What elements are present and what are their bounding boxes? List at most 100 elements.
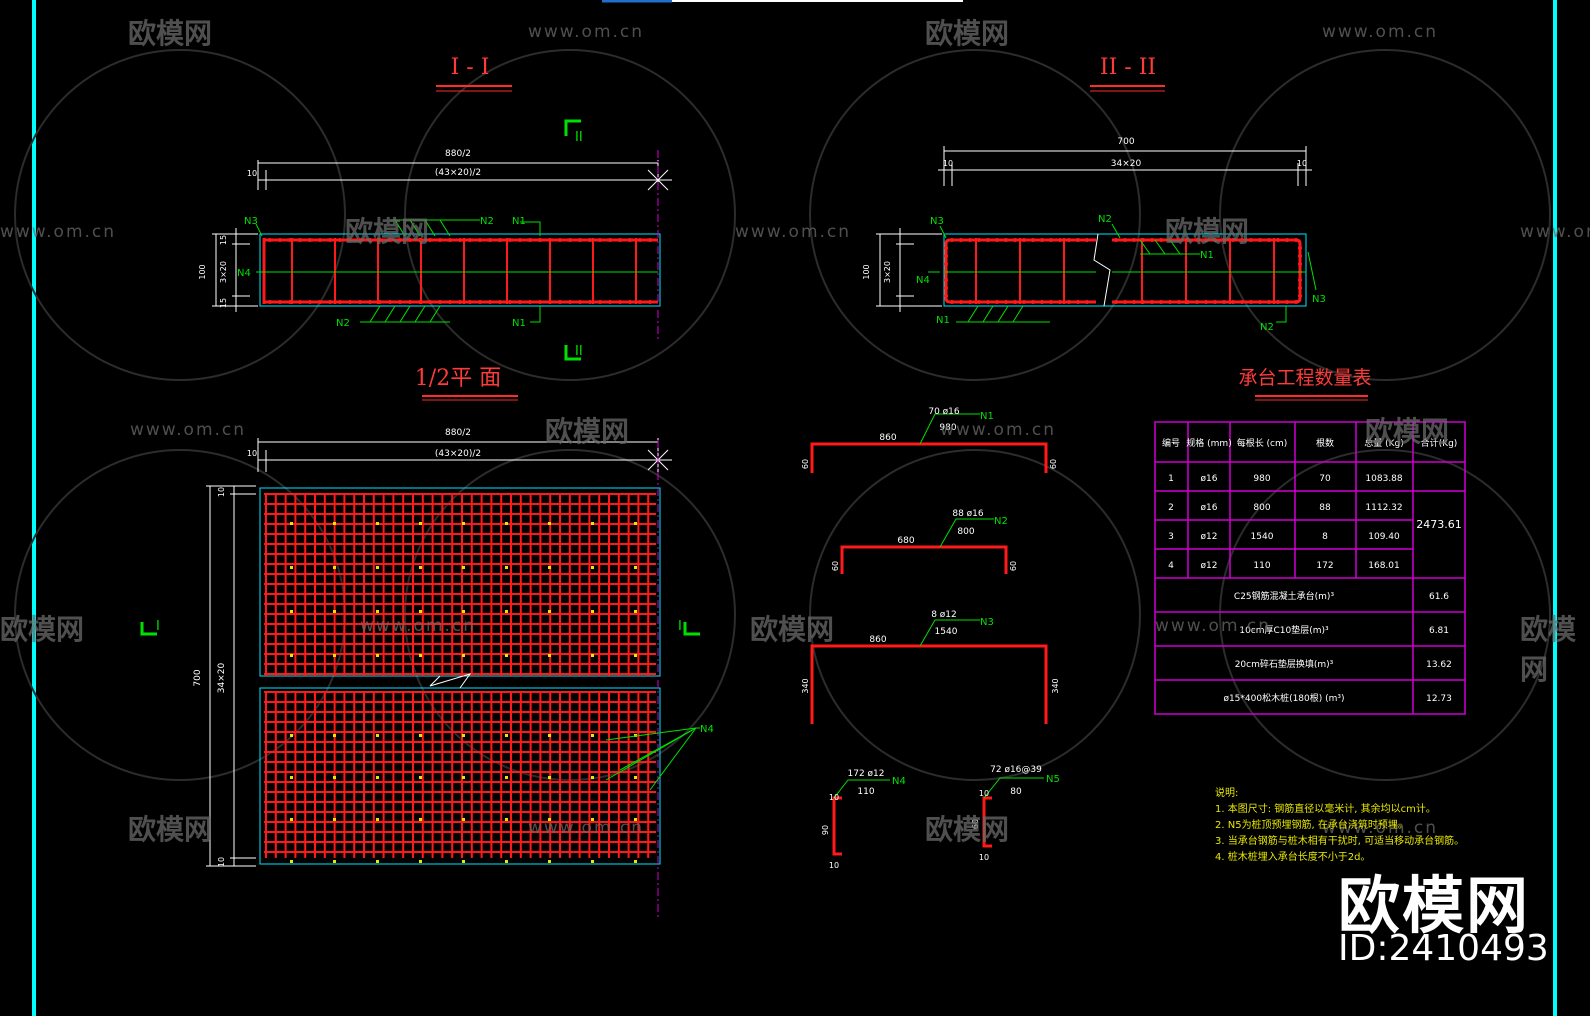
pile-bar-dot: [505, 610, 508, 613]
rebar-dot: [1231, 238, 1235, 242]
bar-n2-leg-right: 60: [1009, 561, 1018, 571]
bar-shape-n1: [810, 442, 1048, 473]
watermark-url: www.om.cn: [1322, 818, 1439, 838]
pile-bar-dot: [419, 818, 422, 821]
summary-2-value: 6.81: [1429, 626, 1449, 636]
rebar-dot: [950, 300, 954, 304]
rebar-dot: [548, 300, 552, 304]
watermark-url: www.om.cn: [528, 818, 645, 838]
pile-bar-dot: [462, 610, 465, 613]
watermark-url: www.om.cn: [1155, 616, 1272, 636]
dim-edge-10-plan-top: 10: [217, 487, 226, 497]
rebar-dot: [568, 300, 572, 304]
pile-bar-dot: [462, 654, 465, 657]
pile-bar-dot: [290, 654, 293, 657]
pile-bar-dot: [462, 566, 465, 569]
cell-r4-count: 172: [1316, 561, 1333, 571]
watermark-brand: 欧模网: [1365, 415, 1450, 448]
rebar-dot: [468, 300, 472, 304]
rebar-dot: [618, 300, 622, 304]
cell-r4-spec: ø12: [1201, 561, 1218, 571]
half-plan-drawing: 880/2 (43×20)/2 10 700 34×20 10 10: [193, 428, 714, 920]
bar-n5-leg: 60: [971, 819, 980, 829]
pile-bar-dot: [462, 860, 465, 863]
bar-shape-n5: [982, 796, 992, 848]
cell-r1-count: 70: [1319, 474, 1331, 484]
cell-r2-count: 88: [1319, 503, 1331, 513]
frame-left-border: [32, 0, 36, 1016]
rebar-dot: [1195, 300, 1199, 304]
label-n4-plan: N4: [700, 724, 714, 735]
cell-r2-length: 800: [1253, 503, 1270, 513]
rebar-dot: [1141, 238, 1145, 242]
rebar-dot: [1159, 300, 1163, 304]
dim-880-half-plan: 880/2: [445, 428, 471, 438]
cell-r2-weight: 1112.32: [1365, 503, 1402, 513]
rebar-dot: [1058, 238, 1062, 242]
rebar-dot: [1141, 300, 1145, 304]
rebar-dot: [318, 238, 322, 242]
rebar-dot: [558, 300, 562, 304]
rebar-dot: [608, 300, 612, 304]
rebar-dot: [1159, 238, 1163, 242]
rebar-dot: [1285, 238, 1289, 242]
watermark-url: www.om.cn: [1322, 22, 1439, 42]
bar-n5-bottom: 10: [979, 853, 989, 862]
pile-bar-dot: [333, 610, 336, 613]
bar-shapes: 860 70 ø16 980 N1 60 60 680 88 ø16 800 N…: [801, 407, 1060, 870]
rebar-dot: [1267, 300, 1271, 304]
pile-bar-dot: [462, 776, 465, 779]
rebar-dot: [1168, 300, 1172, 304]
rebar-dot: [1267, 238, 1271, 242]
pile-bar-dot: [419, 566, 422, 569]
pile-bar-dot: [333, 818, 336, 821]
rebar-dot: [995, 238, 999, 242]
bar-n3-length: 1540: [935, 627, 958, 637]
pile-bar-dot: [591, 860, 594, 863]
section-1-title: I - I: [451, 55, 490, 80]
bar-n4-label: N4: [892, 776, 906, 787]
rebar-dot: [338, 238, 342, 242]
rebar-dot: [408, 300, 412, 304]
cell-r4-weight: 168.01: [1368, 561, 1400, 571]
rebar-dot: [1276, 300, 1280, 304]
bar-n5-top: 10: [979, 789, 989, 798]
rebar-dot: [628, 238, 632, 242]
rebar-dot: [598, 238, 602, 242]
rebar-dot: [1132, 300, 1136, 304]
rebar-dot: [1013, 238, 1017, 242]
dim-3x20-section1: 3×20: [219, 261, 228, 283]
rebar-dot: [1222, 238, 1226, 242]
watermark-url: www.om.cn: [130, 420, 247, 440]
bar-n4-top: 10: [829, 793, 839, 802]
pile-bar-dot: [634, 522, 637, 525]
quantity-table: 编号 规格 (mm) 每根长 (cm) 根数 总量 (Kg) 合计(Kg) 1 …: [1154, 421, 1466, 715]
dim-spacing-plan: (43×20)/2: [435, 449, 481, 459]
pile-bar-dot: [419, 610, 422, 613]
summary-3-label: 20cm碎石垫层换填(m)³: [1235, 658, 1334, 670]
pile-bar-dot: [333, 566, 336, 569]
cut-mark-ii-top: II: [575, 130, 583, 145]
note-item-1: 1. 本图尺寸: 钢筋直径以毫米计, 其余均以cm计。: [1215, 804, 1436, 815]
rebar-dot: [1067, 238, 1071, 242]
rebar-dot: [398, 238, 402, 242]
summary-1-label: C25钢筋混凝土承台(m)³: [1234, 590, 1335, 602]
bar-n3-span: 860: [869, 635, 886, 645]
rebar-dot: [944, 254, 948, 258]
rebar-dot: [944, 294, 948, 298]
section-2-title: II - II: [1100, 55, 1156, 80]
rebar-dot: [959, 238, 963, 242]
th-spec: 规格 (mm): [1186, 437, 1231, 449]
rebar-dot: [1231, 300, 1235, 304]
rebar-dot: [995, 300, 999, 304]
rebar-dot: [368, 238, 372, 242]
dim-15-bottom-section1: 15: [219, 298, 228, 308]
cell-r1-length: 980: [1253, 474, 1270, 484]
rebar-dot: [458, 238, 462, 242]
pile-bar-dot: [548, 860, 551, 863]
rebar-dot: [408, 238, 412, 242]
rebar-dot: [1040, 238, 1044, 242]
th-length: 每根长 (cm): [1237, 437, 1288, 449]
dim-edge-10-plan: 10: [247, 449, 257, 458]
rebar-dot: [398, 300, 402, 304]
